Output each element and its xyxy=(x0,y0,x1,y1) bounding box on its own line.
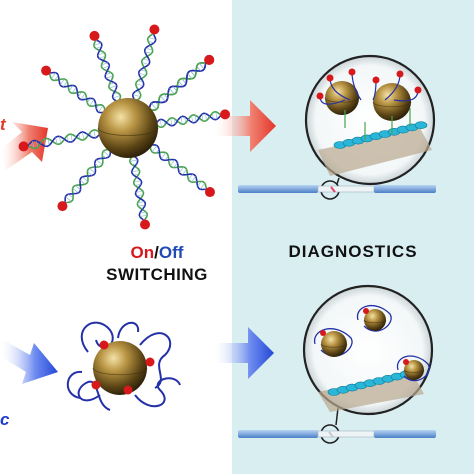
red-bead xyxy=(145,357,155,367)
red-arrow-icon xyxy=(214,100,276,152)
on-label: On xyxy=(130,243,155,262)
test-strip-top xyxy=(238,185,436,193)
dna-nanoparticle-on xyxy=(18,24,231,230)
gold-particle xyxy=(364,309,386,331)
red-bead xyxy=(372,76,380,84)
red-bead xyxy=(220,109,231,120)
red-bead xyxy=(348,68,356,76)
left-fragment-top-label: t xyxy=(0,115,6,134)
gold-particle xyxy=(93,341,147,395)
red-bead xyxy=(204,187,215,198)
red-bead xyxy=(204,54,215,65)
captured-particles-top xyxy=(316,68,432,176)
red-bead xyxy=(91,380,101,390)
capture-probe xyxy=(414,121,428,129)
switching-label: SWITCHING xyxy=(106,265,208,284)
red-bead xyxy=(414,86,422,94)
red-bead xyxy=(140,219,151,230)
red-bead xyxy=(123,385,133,395)
red-bead xyxy=(396,70,404,78)
left-fragment-bottom-label: c xyxy=(0,410,10,429)
red-bead xyxy=(149,24,160,35)
red-bead xyxy=(326,74,334,82)
red-bead xyxy=(316,92,324,100)
test-strip-bottom xyxy=(238,430,436,438)
red-bead xyxy=(320,330,326,336)
blue-arrow-icon xyxy=(214,327,274,379)
gold-particle xyxy=(404,360,424,380)
dna-nanoparticle-off xyxy=(66,321,181,411)
diagnostics-label: DIAGNOSTICS xyxy=(288,242,418,261)
membrane-surface xyxy=(318,128,432,176)
red-bead xyxy=(57,201,68,212)
slash-label: / xyxy=(154,243,159,262)
blue-arrow-icon xyxy=(0,338,58,384)
red-bead xyxy=(403,359,409,365)
red-bead xyxy=(363,308,369,314)
gold-particle xyxy=(98,98,158,158)
gold-particle xyxy=(321,331,347,357)
red-bead xyxy=(18,141,29,152)
on-off-label: On/Off xyxy=(82,243,232,263)
off-label: Off xyxy=(158,243,184,262)
red-bead xyxy=(89,30,100,41)
red-bead xyxy=(99,340,109,350)
membrane-surface xyxy=(318,372,424,412)
captured-particles-bottom xyxy=(314,304,430,412)
gold-particle xyxy=(373,83,411,121)
red-bead xyxy=(41,65,52,76)
